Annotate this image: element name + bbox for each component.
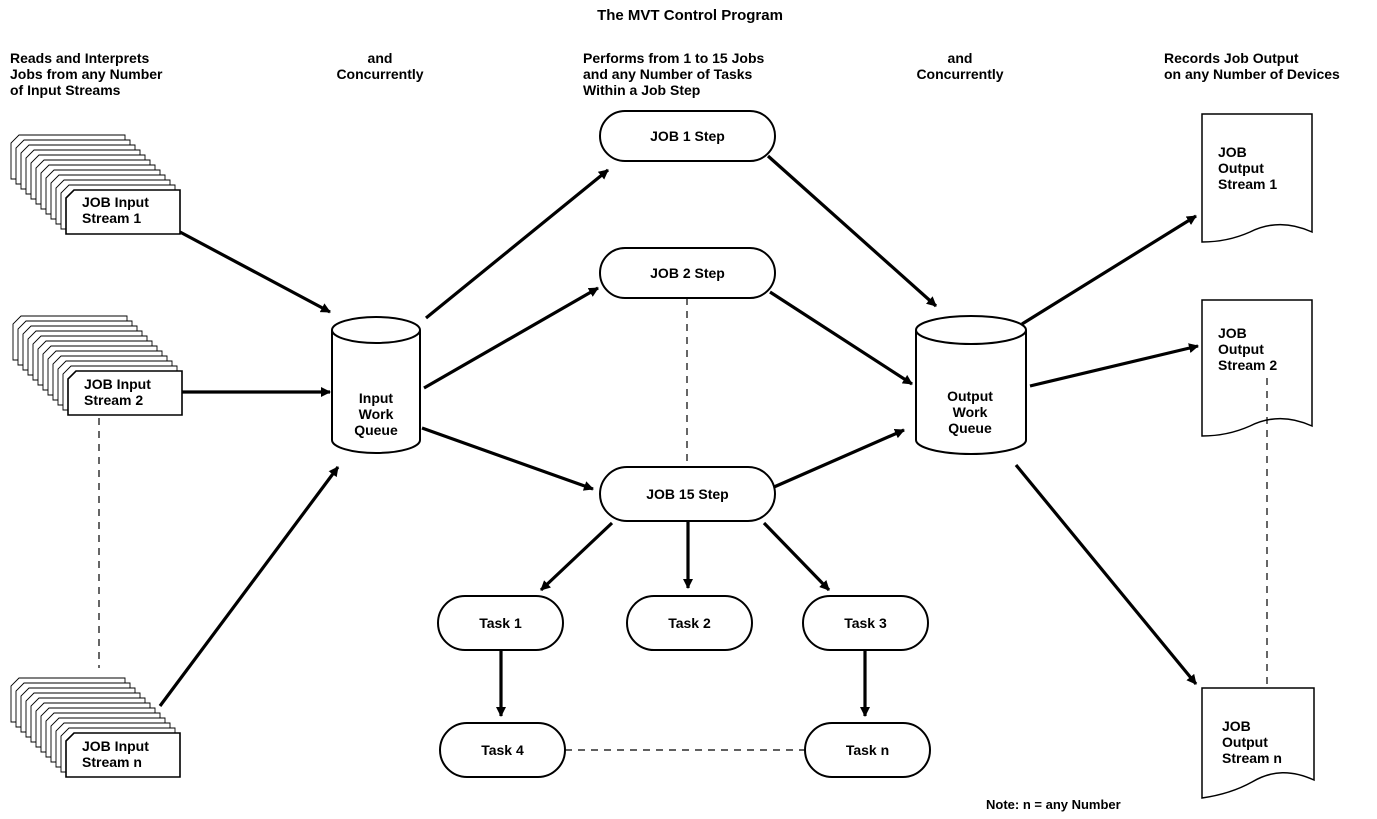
input-stream-1-deck: [10, 134, 181, 235]
input-stream-n-deck: [10, 677, 181, 778]
flow-arrows: [158, 154, 1199, 717]
task-2-node: [626, 595, 753, 651]
arrow-job15-to-output-queue: [773, 428, 905, 489]
deck-front-card: [65, 189, 181, 235]
input-work-queue: [331, 316, 421, 454]
arrow-output-queue-to-streamn: [1014, 463, 1198, 686]
task-1-node: [437, 595, 564, 651]
arrow-input-queue-to-job2: [423, 286, 599, 390]
diagram-title: The MVT Control Program: [597, 7, 783, 24]
header-concurrently-2: and Concurrently: [916, 50, 1004, 82]
header-performs-jobs: Performs from 1 to 15 Jobs and any Numbe…: [583, 50, 765, 98]
arrow-output-queue-to-stream1: [1021, 214, 1197, 326]
output-work-queue: [915, 315, 1027, 455]
task-n-node: [804, 722, 931, 778]
deck-front-card: [65, 732, 181, 778]
output-stream-1-doc: [1201, 113, 1313, 243]
arrow-streamn-to-input-queue: [158, 466, 340, 707]
arrow-job15-to-task1: [539, 521, 614, 592]
arrow-job2-to-output-queue: [769, 290, 913, 386]
arrow-job1-to-output-queue: [766, 154, 938, 308]
arrow-input-queue-to-job1: [424, 168, 610, 320]
input-stream-2-deck: [12, 315, 183, 416]
job-15-step-node: [599, 466, 776, 522]
job-1-step-node: [599, 110, 776, 162]
job-2-step-node: [599, 247, 776, 299]
header-concurrently-1: and Concurrently: [336, 50, 424, 82]
task-3-node: [802, 595, 929, 651]
footnote: Note: n = any Number: [986, 797, 1121, 812]
header-read-interpret: Reads and Interprets Jobs from any Numbe…: [10, 50, 163, 98]
output-stream-n-doc: [1201, 687, 1315, 799]
header-records-output: Records Job Output on any Number of Devi…: [1164, 50, 1340, 82]
arrow-input-queue-to-job15: [421, 426, 594, 491]
task-4-node: [439, 722, 566, 778]
output-stream-2-doc: [1201, 299, 1313, 437]
arrow-output-queue-to-stream2: [1029, 343, 1199, 388]
deck-front-card: [67, 370, 183, 416]
arrow-job15-to-task3: [762, 521, 831, 592]
arrow-stream1-to-input-queue: [179, 230, 331, 314]
